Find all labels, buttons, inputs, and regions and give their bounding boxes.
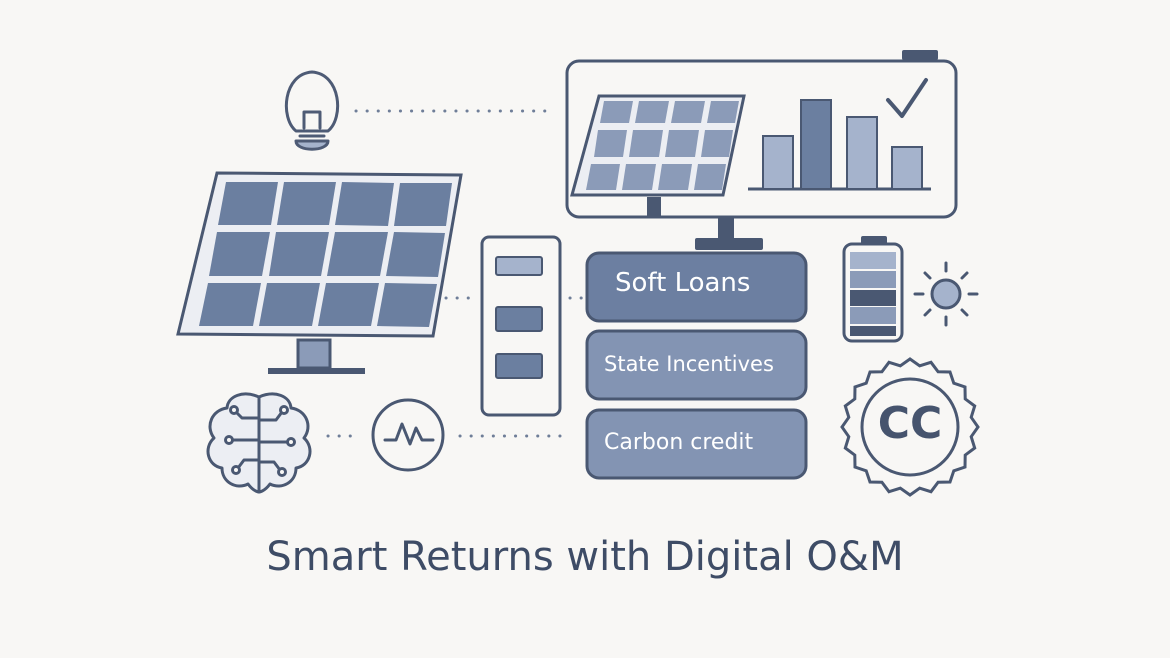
soft-loans-label: Soft Loans (615, 268, 751, 298)
lightbulb-icon (284, 70, 340, 151)
solar-panel-icon (176, 171, 463, 374)
sun-icon (913, 261, 979, 327)
carbon-credit-box (585, 408, 808, 480)
soft-loans-box (585, 251, 808, 323)
state-incentives-box (585, 329, 808, 401)
chart-bar-4 (891, 146, 923, 190)
checkmark-icon (886, 78, 928, 118)
page-title: Smart Returns with Digital O&M (266, 534, 904, 580)
carbon-credit-seal-icon (840, 357, 980, 497)
bar-chart-icon (748, 99, 931, 191)
server-device-icon (480, 235, 562, 417)
chart-bar-1 (762, 135, 794, 190)
brain-circuit-icon (206, 392, 312, 494)
chart-bar-3 (846, 116, 878, 190)
carbon-credit-badge-text: CC (877, 398, 943, 449)
battery-icon (842, 236, 904, 343)
financing-boxes (585, 251, 808, 480)
chart-bar-2 (800, 99, 832, 190)
carbon-credit-label: Carbon credit (604, 430, 754, 455)
connector-lines (326, 109, 588, 438)
state-incentives-label: State Incentives (604, 352, 774, 376)
bar-chart-bars (762, 99, 923, 190)
pulse-signal-icon (371, 398, 445, 472)
